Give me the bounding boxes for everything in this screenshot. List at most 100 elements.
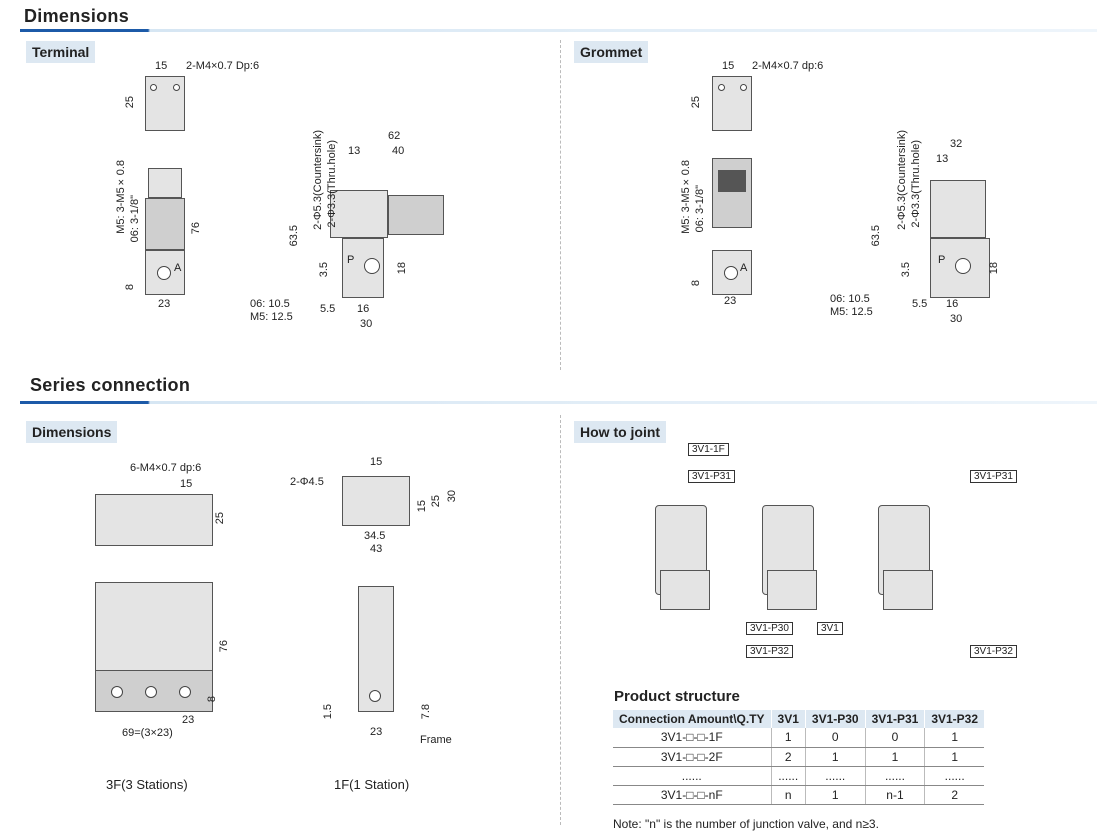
dimension-label: 3V1-P30 [746,622,793,635]
subheading-terminal: Terminal [26,41,96,63]
dimension-label: Frame [420,734,452,746]
dimension-label: 2-Φ3.3(Thru.hole) [910,140,922,228]
table-cell: 1 [805,785,866,805]
dimension-label: 6-M4×0.7 dp:6 [130,462,202,474]
table-cell: 1 [771,728,806,748]
table-cell: n-1 [865,785,926,805]
dimension-label: 3.5 [318,262,330,278]
dimension-label: 15 [370,456,383,468]
drawing-shape [111,686,123,698]
dimension-label: 06: 10.5 [830,293,870,305]
drawing-shape [930,180,986,238]
table-cell: 1 [924,747,985,767]
dimension-label: 34.5 [364,530,386,542]
dimension-label: 06: 10.5 [250,298,290,310]
drawing-shape [342,476,410,526]
dimension-label: 30 [950,313,963,325]
drawing-shape [718,170,746,192]
dimension-label: 7.8 [420,704,432,720]
dimension-label: 32 [950,138,963,150]
dimension-label: 2-M4×0.7 Dp:6 [186,60,260,72]
drawing-shape [767,570,817,610]
dimension-label: 15 [155,60,168,72]
table-cell: 0 [805,728,866,748]
dimension-label: 3.5 [900,262,912,278]
dimension-label: 5.5 [912,298,928,310]
dimension-label: 3V1-P31 [688,470,735,483]
dimension-label: 13 [348,145,361,157]
dimension-label: 25 [690,96,702,109]
dimension-label: 16 [357,303,370,315]
table-cell: 2 [771,747,806,767]
column-divider [560,40,561,370]
dimension-label: 18 [988,262,1000,275]
dimension-label: 25 [124,96,136,109]
dimension-label: 1.5 [322,704,334,720]
table-note: Note: "n" is the number of junction valv… [613,817,879,831]
dimension-label: M5: 12.5 [830,306,873,318]
caption-1f: 1F(1 Station) [334,777,410,792]
dimension-label: P [938,254,946,266]
table-cell: 3V1-□-□-2F [613,747,772,767]
dimension-label: 3V1-P32 [746,645,793,658]
drawing-shape [712,158,752,228]
product-structure-title: Product structure [614,688,740,705]
subheading-grommet: Grommet [574,41,649,63]
dimension-label: 23 [724,295,737,307]
drawing-shape [660,570,710,610]
table-cell: 0 [865,728,926,748]
table-cell: ...... [613,766,772,786]
dimension-label: 2-Φ5.3(Countersink) [896,130,908,230]
table-row: .............................. [613,766,985,786]
subheading-how-to-joint: How to joint [574,421,667,443]
drawing-shape [157,266,171,280]
drawing-shape [388,195,444,235]
drawing-shape [740,84,747,91]
dimension-label: 2-Φ5.3(Countersink) [312,130,324,230]
table-cell: 1 [924,728,985,748]
dimension-label: 8 [690,280,702,287]
dimension-label: M5: 12.5 [250,311,293,323]
table-cell: 1 [865,747,926,767]
dimension-label: 23 [158,298,171,310]
dimension-label: 8 [206,696,218,703]
table-cell: ...... [771,766,806,786]
drawing-shape [718,84,725,91]
dimension-label: M5: 3-M5×0.8 [115,160,127,234]
drawing-shape [955,258,971,274]
drawing-shape [883,570,933,610]
dimension-label: A [740,262,748,274]
dimension-label: 3V1-P32 [970,645,1017,658]
dimension-label: 62 [388,130,401,142]
dimension-label: 15 [180,478,193,490]
dimension-label: 23 [370,726,383,738]
dimension-label: 2-M4×0.7 dp:6 [752,60,824,72]
table-cell: ...... [805,766,866,786]
drawing-shape [330,190,388,238]
dimension-label: 63.5 [288,225,300,247]
dimension-label: 3V1 [817,622,843,635]
dimension-label: A [174,262,182,274]
section-divider [20,401,1097,404]
dimension-label: 76 [218,640,230,653]
drawing-shape [95,494,213,546]
dimension-label: 06: 3-1/8" [129,195,141,243]
dimension-label: 43 [370,543,383,555]
dimension-label: M5: 3-M5×0.8 [680,160,692,234]
table-cell: 1 [805,747,866,767]
section-divider [20,29,1097,32]
section-title-series-connection: Series connection [30,375,191,395]
drawing-shape [148,168,182,198]
dimension-label: 76 [190,222,202,235]
table-cell: n [771,785,806,805]
table-cell: 2 [924,785,985,805]
dimension-label: 2-Φ4.5 [290,476,324,488]
drawing-shape [179,686,191,698]
table-cell: 3V1-□-□-1F [613,728,772,748]
table-cell: 3V1-□-□-nF [613,785,772,805]
drawing-shape [145,198,185,250]
